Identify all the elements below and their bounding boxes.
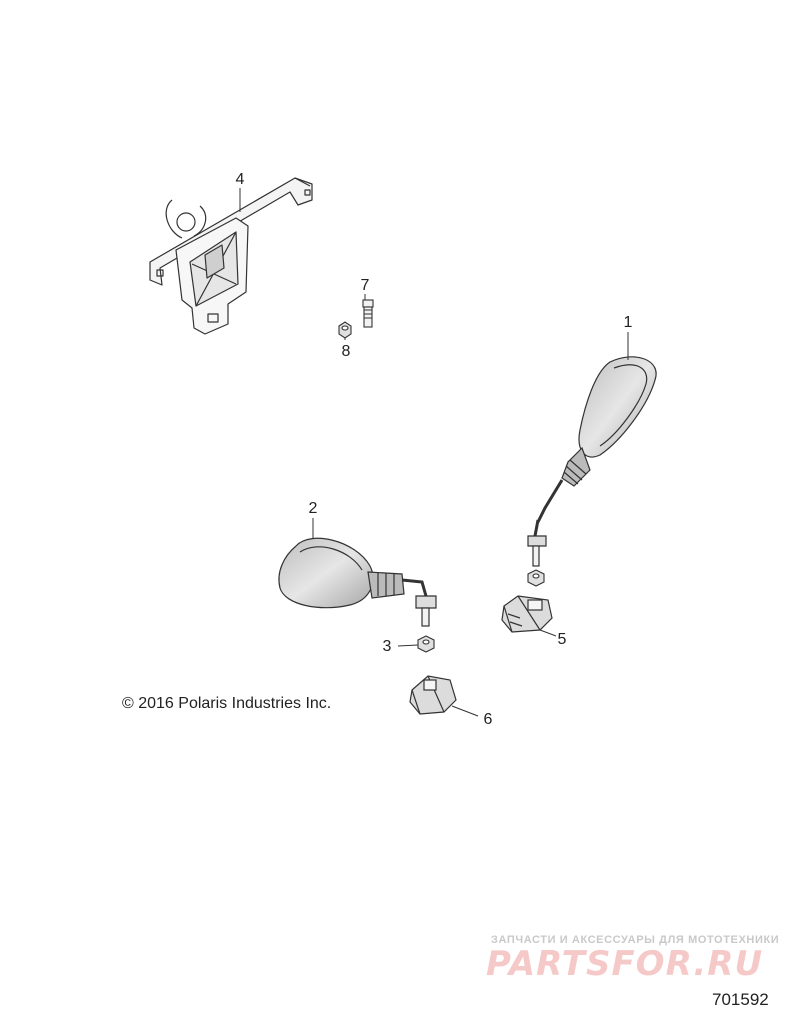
part-number: 701592	[712, 990, 769, 1009]
callout-7: 7	[360, 277, 370, 294]
bracket-part-4	[149, 177, 313, 335]
clamp-part-5	[501, 595, 553, 633]
callout-3: 3	[382, 638, 392, 655]
callout-6: 6	[483, 711, 493, 728]
mirror-part-2	[278, 537, 437, 627]
copyright-text: © 2016 Polaris Industries Inc.	[122, 695, 332, 712]
clamp-part-6	[409, 675, 457, 715]
callout-1: 1	[623, 314, 633, 331]
callout-4: 4	[235, 171, 245, 188]
nut-part-3	[417, 635, 435, 653]
callout-8: 8	[341, 343, 351, 360]
nut-part-8	[338, 321, 352, 339]
mirror-part-1	[527, 356, 657, 567]
bolt-part-7	[362, 299, 374, 328]
nut-mirror-1	[527, 569, 545, 587]
watermark-tagline: ЗАПЧАСТИ И АКСЕССУАРЫ ДЛЯ МОТОТЕХНИКИ	[491, 934, 780, 946]
callout-5: 5	[557, 631, 567, 648]
watermark-logo: PARTSFOR.RU	[486, 944, 764, 984]
leader-lines	[239, 188, 629, 717]
callout-2: 2	[308, 500, 318, 517]
